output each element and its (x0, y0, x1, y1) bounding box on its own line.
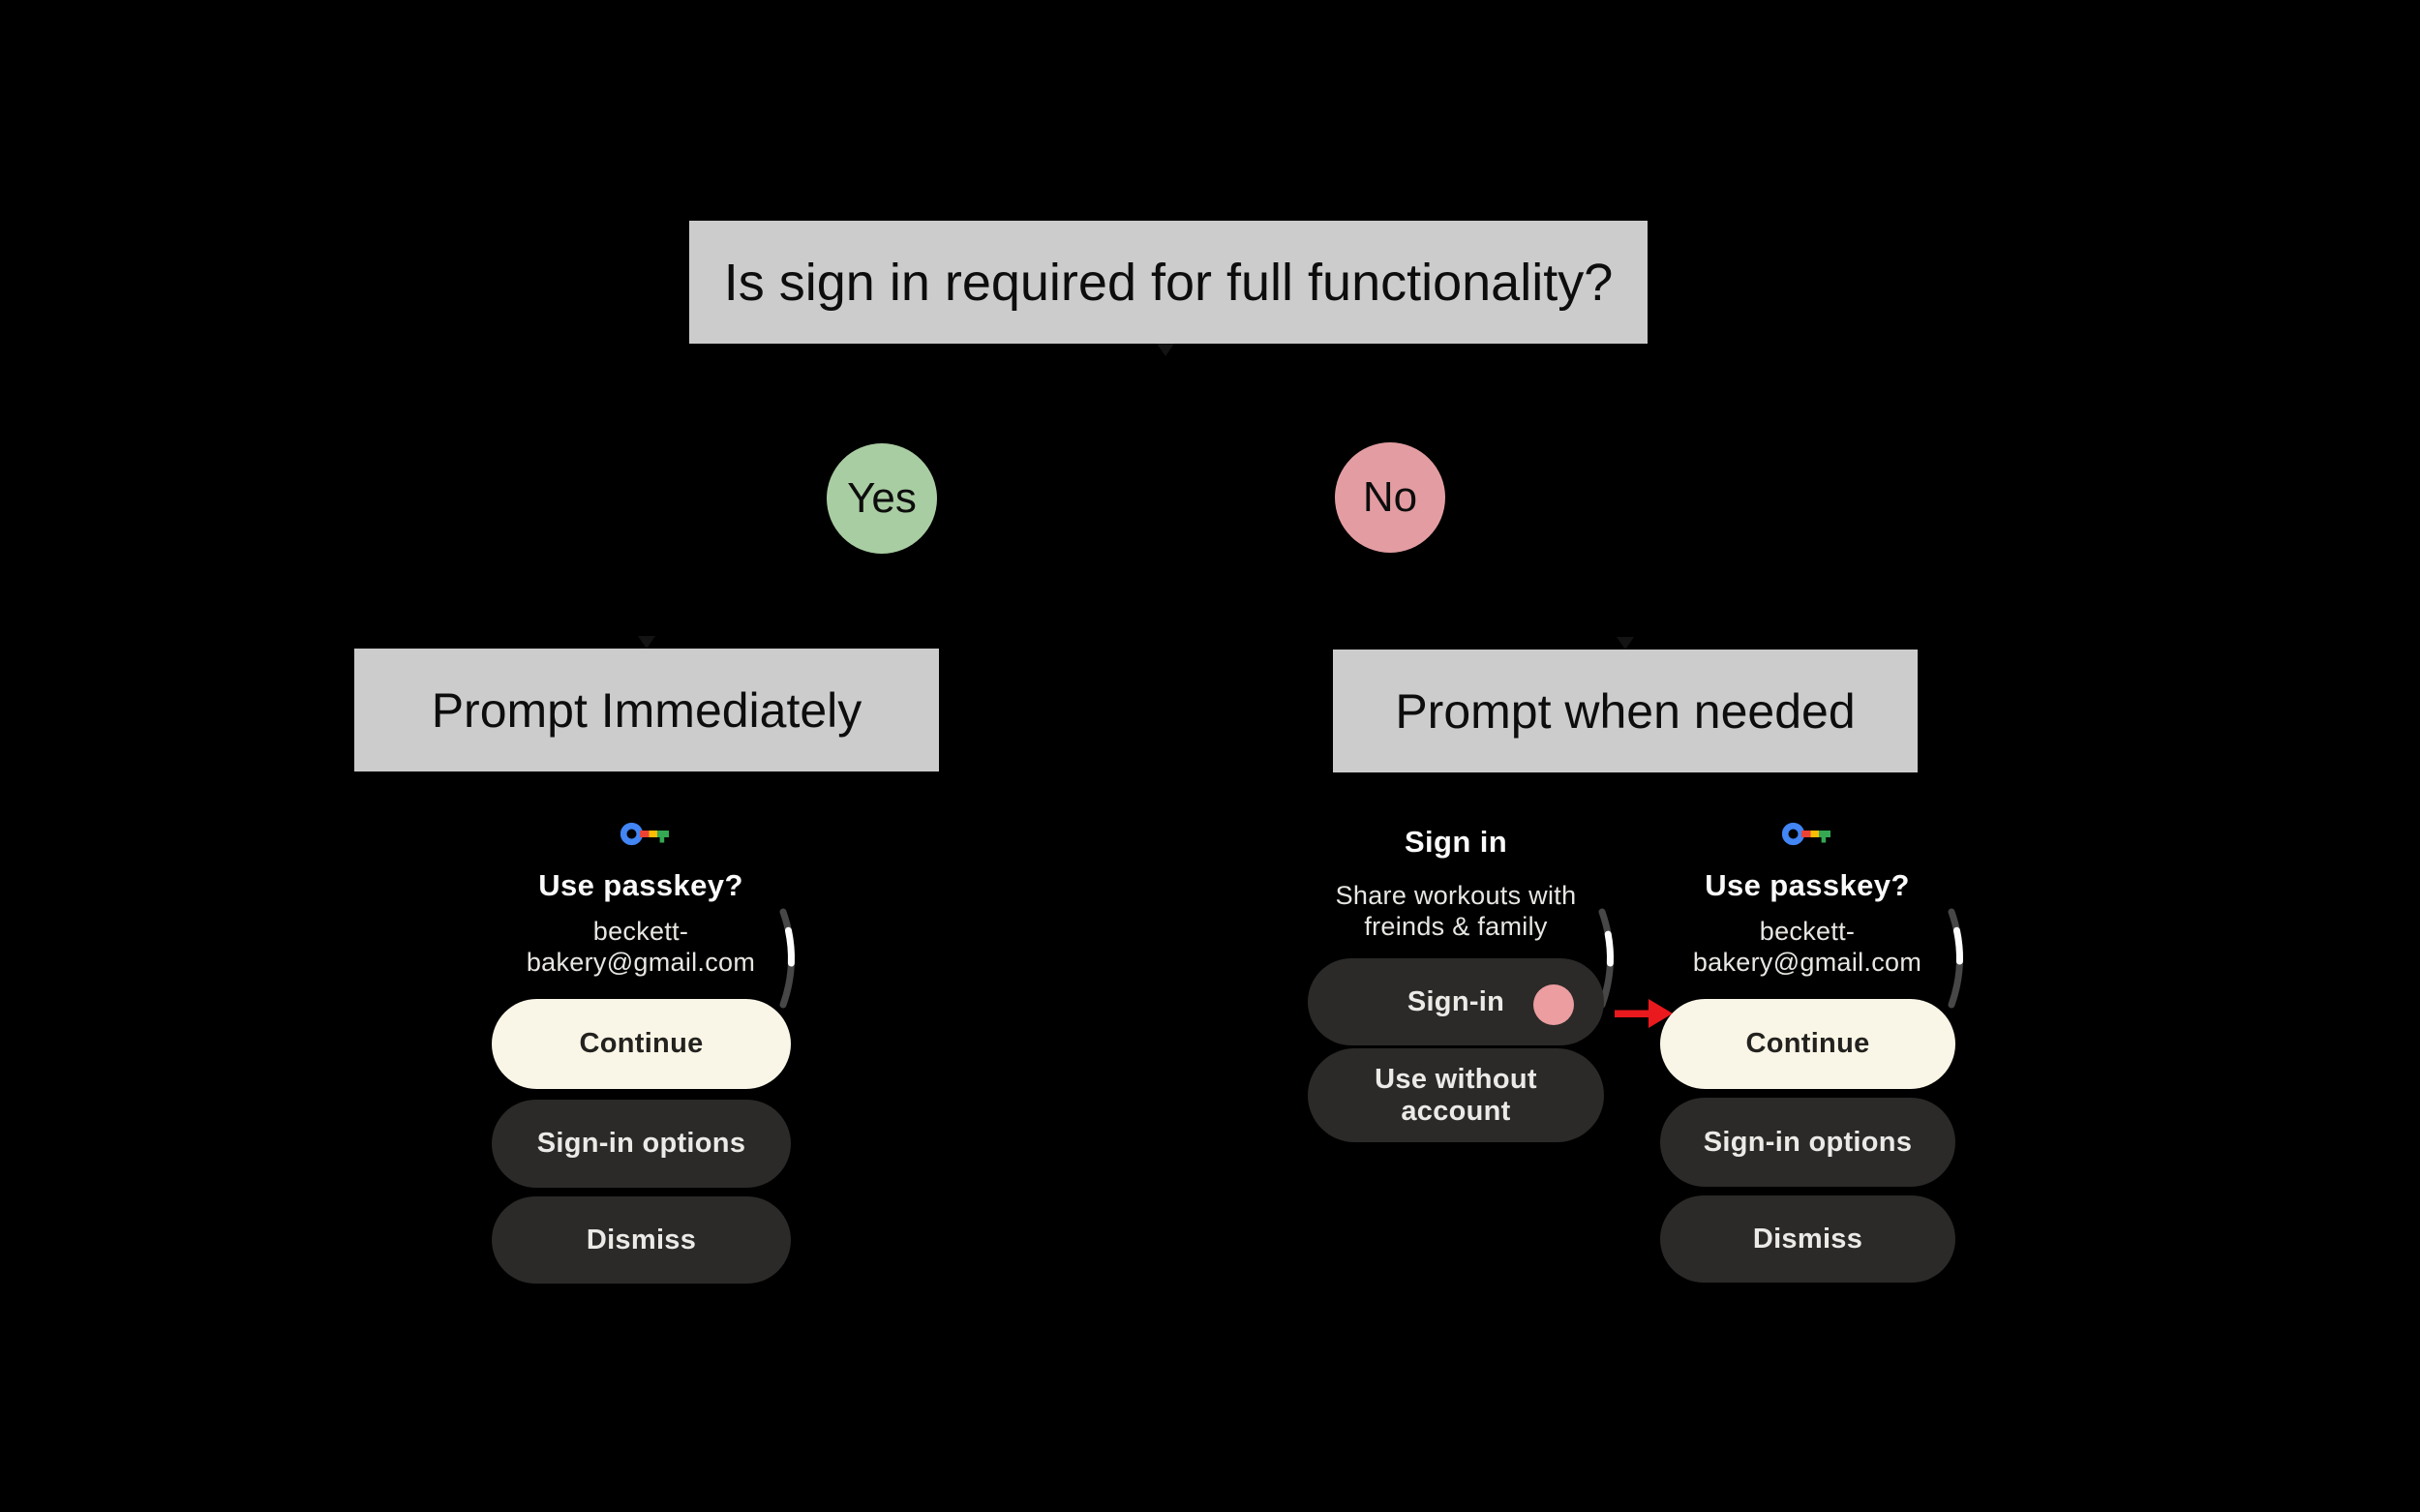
account-email-line2: bakery@gmail.com (1692, 948, 1922, 977)
signin-options-button-label: Sign-in options (1703, 1126, 1913, 1158)
outcome-box-prompt-immediately: Prompt Immediately (354, 649, 939, 771)
passkey-key-icon (1782, 822, 1830, 846)
question-text: Is sign in required for full functionali… (723, 253, 1614, 312)
dismiss-button[interactable]: Dismiss (492, 1196, 791, 1284)
continue-button-label: Continue (579, 1028, 704, 1059)
signin-subtitle-line2: freinds & family (1364, 912, 1548, 941)
connector-arrowhead (1617, 637, 1634, 650)
use-without-account-line2: account (1401, 1095, 1511, 1127)
signin-button-label: Sign-in (1407, 985, 1505, 1017)
red-arrow-icon (1615, 999, 1673, 1028)
use-without-account-line1: Use without (1375, 1063, 1537, 1095)
dismiss-button[interactable]: Dismiss (1660, 1195, 1955, 1283)
use-without-account-button[interactable]: Use without account (1308, 1048, 1604, 1142)
no-label: No (1362, 473, 1418, 521)
yes-node: Yes (827, 443, 937, 554)
scroll-indicator (1948, 908, 1963, 1009)
scroll-indicator (779, 908, 795, 1009)
outcome-right-text: Prompt when needed (1395, 683, 1856, 739)
account-email-line2: bakery@gmail.com (526, 948, 756, 977)
account-email: beckett- bakery@gmail.com (462, 916, 820, 978)
signin-subtitle: Share workouts with freinds & family (1291, 880, 1620, 942)
account-email: beckett- bakery@gmail.com (1628, 916, 1986, 978)
signin-options-button[interactable]: Sign-in options (1660, 1098, 1955, 1187)
signin-title: Sign in (1404, 825, 1508, 859)
account-email-line1: beckett- (1759, 917, 1856, 946)
scroll-indicator (1598, 908, 1614, 1009)
continue-button-label: Continue (1745, 1028, 1870, 1059)
signin-options-button[interactable]: Sign-in options (492, 1100, 791, 1188)
no-node: No (1335, 442, 1445, 553)
passkey-title: Use passkey? (1705, 868, 1910, 902)
signin-subtitle-line1: Share workouts with (1335, 881, 1577, 910)
dismiss-button-label: Dismiss (586, 1224, 697, 1255)
yes-label: Yes (847, 474, 917, 522)
connector-arrowhead (638, 636, 655, 649)
outcome-left-text: Prompt Immediately (431, 682, 862, 738)
dismiss-button-label: Dismiss (1752, 1223, 1863, 1255)
signin-options-button-label: Sign-in options (536, 1128, 746, 1159)
tap-indicator (1533, 984, 1574, 1025)
question-box: Is sign in required for full functionali… (689, 221, 1648, 344)
passkey-key-icon (620, 822, 669, 846)
continue-button[interactable]: Continue (1660, 999, 1955, 1089)
continue-button[interactable]: Continue (492, 999, 791, 1089)
connector-arrowhead (1157, 344, 1174, 356)
account-email-line1: beckett- (592, 917, 689, 946)
passkey-title: Use passkey? (538, 868, 743, 902)
outcome-box-prompt-when-needed: Prompt when needed (1333, 650, 1918, 772)
